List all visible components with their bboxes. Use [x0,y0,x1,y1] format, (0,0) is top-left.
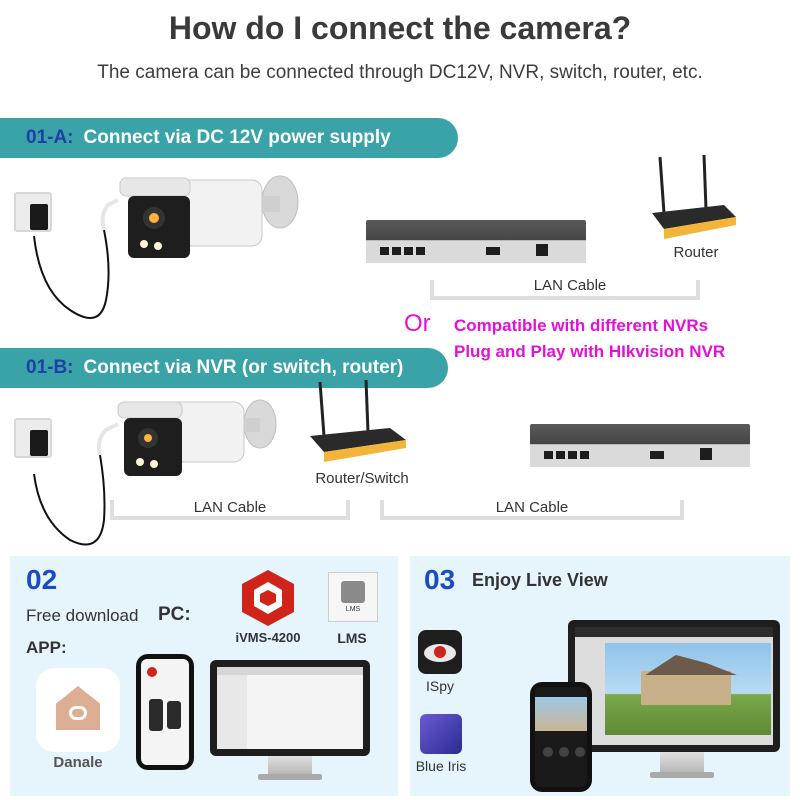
page-title: How do I connect the camera? [168,10,632,46]
router-switch-icon [306,379,416,470]
power-plug-icon [14,418,52,458]
section-a-banner: 01-A: Connect via DC 12V power supply [0,118,458,158]
bullet-camera-icon [110,388,280,498]
section-b-banner: 01-B: Connect via NVR (or switch, router… [0,348,448,388]
router-label: Router [673,244,719,261]
monitor-icon [210,660,370,756]
wifi-router-icon [648,154,738,245]
ispy-label: ISpy [425,678,454,694]
blue-iris-app-icon[interactable] [420,714,462,754]
phone-live-screen [535,687,587,787]
compat-line-1: Compatible with different NVRs [454,316,709,335]
monitor-base [258,774,322,780]
lan-cable-label-1: LAN Cable [193,499,267,516]
app-label: APP: [26,638,67,657]
danale-app-icon[interactable] [36,668,120,752]
nvr-recorder-icon [366,220,586,263]
section-a-label: Connect via DC 12V power supply [83,127,391,148]
lms-icon[interactable]: LMS [328,572,378,622]
lan-cable-bracket [430,280,700,300]
phone-screen [141,659,189,765]
lan-cable-bracket [380,500,684,520]
monitor-stand [268,756,312,774]
pc-label: PC: [158,604,191,625]
monitor-stand [660,752,704,772]
page-subtitle: The camera can be connected through DC12… [97,62,703,83]
section-a-number: 01-A: [26,127,74,148]
power-plug-icon [14,192,52,232]
monitor-base [650,772,714,778]
lms-label: LMS [337,630,367,646]
nvr-recorder-icon [530,424,750,467]
ivms-4200-icon[interactable] [238,568,298,628]
router-switch-label: Router/Switch [315,470,409,487]
live-view-screen [575,627,773,745]
ispy-app-icon[interactable] [418,630,462,674]
phone-icon [136,654,194,770]
live-view-panel: 03 Enjoy Live View ISpy Blue Iris [410,556,790,796]
free-download-label: Free download [26,606,139,625]
section-b-number: 01-B: [26,357,74,378]
download-panel: 02 Free download PC: APP: iVMS-4200 LMS … [10,556,398,796]
section-b-label: Connect via NVR (or switch, router) [83,357,404,378]
lan-cable-label-2: LAN Cable [495,499,569,516]
live-view-monitor-icon [568,620,780,752]
panel-02-number: 02 [26,564,58,595]
bullet-camera-icon [110,160,300,280]
or-label: Or [404,310,431,337]
compat-line-2: Plug and Play with HIkvision NVR [454,342,726,361]
lms-icon-text: LMS [345,606,361,613]
house-image [605,643,771,735]
monitor-screen [217,667,363,749]
lan-cable-label: LAN Cable [533,277,607,294]
blue-iris-label: Blue Iris [415,758,467,774]
ivms-4200-label: iVMS-4200 [235,630,301,645]
panel-03-number: 03 [424,564,456,595]
live-view-phone-icon [530,682,592,792]
live-view-label: Enjoy Live View [472,570,608,590]
lan-cable-bracket [110,500,350,520]
danale-label: Danale [53,754,103,771]
